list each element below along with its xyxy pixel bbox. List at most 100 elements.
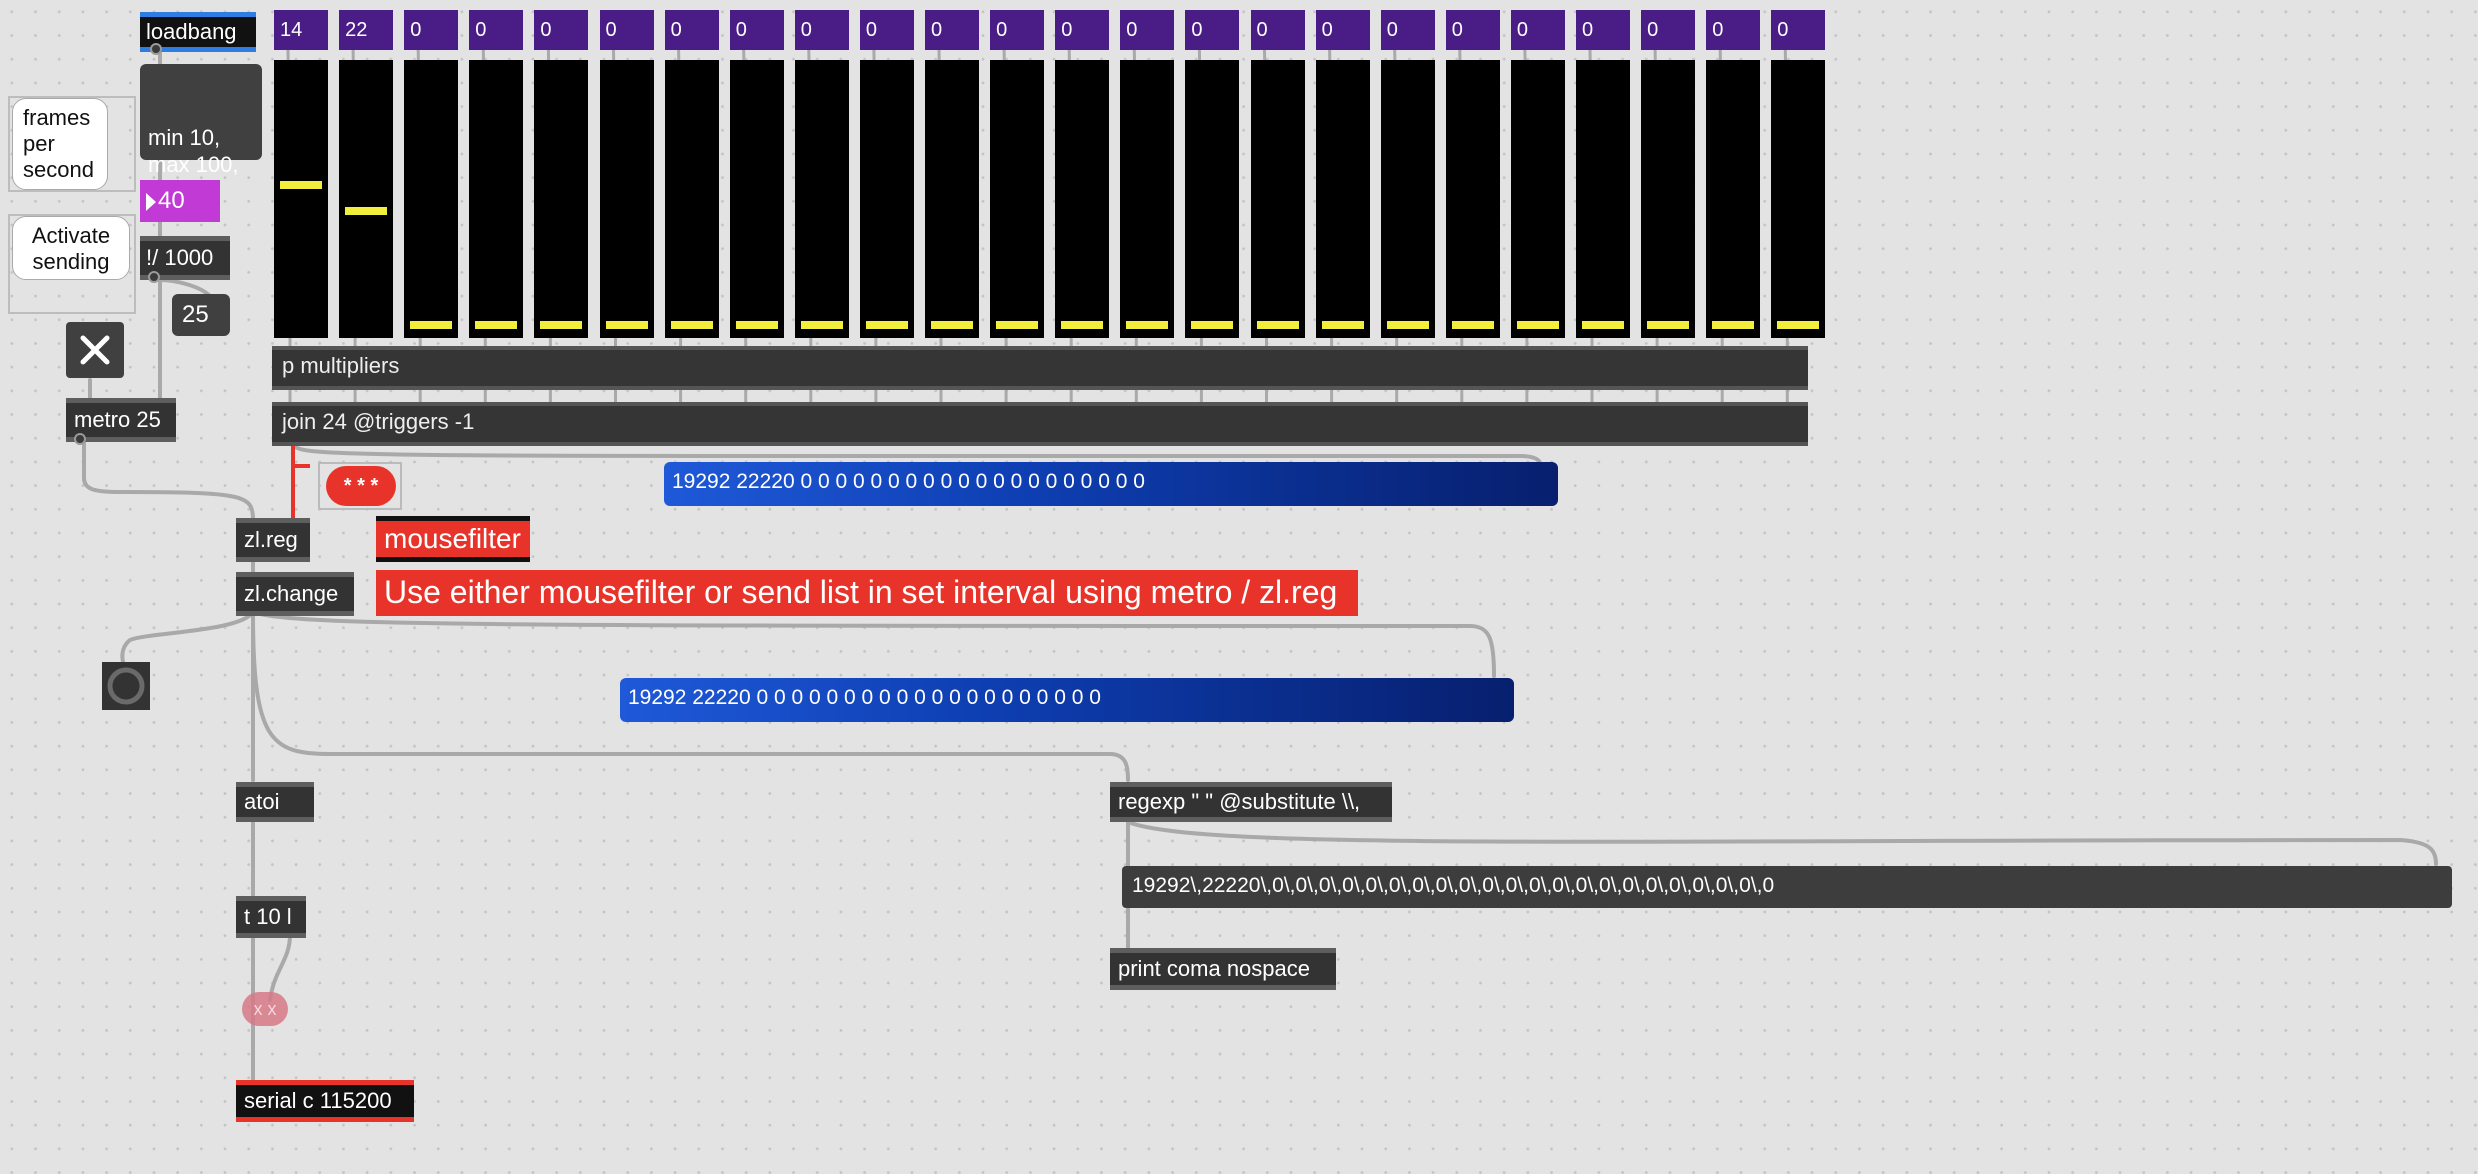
slider-track[interactable] <box>339 60 394 338</box>
slider-16[interactable]: 0 <box>1250 10 1305 338</box>
slider-value[interactable]: 0 <box>794 10 849 50</box>
slider-track[interactable] <box>990 60 1045 338</box>
slider-value[interactable]: 0 <box>729 10 784 50</box>
slider-7[interactable]: 0 <box>664 10 719 338</box>
toggle[interactable] <box>66 322 124 378</box>
gate-message[interactable]: * * * <box>326 466 396 506</box>
slider-knob[interactable] <box>605 320 648 329</box>
slider-knob[interactable] <box>1256 320 1299 329</box>
trigger-object[interactable]: t 10 l <box>236 896 306 938</box>
slider-track[interactable] <box>925 60 979 338</box>
slider-15[interactable]: 0 <box>1185 10 1240 338</box>
list-message-top[interactable]: 19292 22220 0 0 0 0 0 0 0 0 0 0 0 0 0 0 … <box>664 462 1558 506</box>
slider-track[interactable] <box>1771 60 1826 338</box>
slider-value[interactable]: 0 <box>1641 10 1696 50</box>
slider-value[interactable]: 0 <box>990 10 1045 50</box>
slider-knob[interactable] <box>1061 320 1104 329</box>
slider-value[interactable]: 0 <box>1510 10 1565 50</box>
slider-knob[interactable] <box>1386 320 1429 329</box>
slider-23[interactable]: 0 <box>1706 10 1761 338</box>
slider-knob[interactable] <box>1191 320 1234 329</box>
slider-value[interactable]: 0 <box>1120 10 1175 50</box>
slider-value[interactable]: 0 <box>1576 10 1630 50</box>
slider-track[interactable] <box>1315 60 1370 338</box>
mousefilter-object[interactable]: mousefilter <box>376 516 530 562</box>
slider-knob[interactable] <box>410 320 453 329</box>
slider-knob[interactable] <box>1516 320 1559 329</box>
slider-12[interactable]: 0 <box>990 10 1045 338</box>
slider-20[interactable]: 0 <box>1510 10 1565 338</box>
slider-knob[interactable] <box>345 207 388 216</box>
slider-knob[interactable] <box>1451 320 1494 329</box>
fps-number-box[interactable]: 40 <box>140 180 220 222</box>
slider-track[interactable] <box>1250 60 1305 338</box>
atoi-object[interactable]: atoi <box>236 782 314 822</box>
disabled-toggle[interactable]: x x <box>242 992 288 1026</box>
outlet[interactable] <box>150 43 162 55</box>
slider-track[interactable] <box>1445 60 1500 338</box>
comma-list-message[interactable]: 19292\,22220\,0\,0\,0\,0\,0\,0\,0\,0\,0\… <box>1122 866 2452 908</box>
slider-track[interactable] <box>1185 60 1240 338</box>
slider-10[interactable]: 0 <box>859 10 914 338</box>
slider-knob[interactable] <box>931 320 973 329</box>
slider-8[interactable]: 0 <box>729 10 784 338</box>
slider-knob[interactable] <box>1777 320 1820 329</box>
slider-17[interactable]: 0 <box>1315 10 1370 338</box>
slider-knob[interactable] <box>735 320 778 329</box>
slider-value[interactable]: 14 <box>274 10 328 50</box>
slider-value[interactable]: 0 <box>1771 10 1826 50</box>
slider-knob[interactable] <box>800 320 843 329</box>
slider-track[interactable] <box>664 60 719 338</box>
slider-track[interactable] <box>1380 60 1435 338</box>
serial-object[interactable]: serial c 115200 <box>236 1080 414 1122</box>
slider-value[interactable]: 0 <box>599 10 654 50</box>
slider-track[interactable] <box>859 60 914 338</box>
slider-value[interactable]: 0 <box>1250 10 1305 50</box>
slider-track[interactable] <box>794 60 849 338</box>
p-multipliers-object[interactable]: p multipliers <box>272 346 1808 390</box>
zl-reg-object[interactable]: zl.reg <box>236 518 310 562</box>
slider-knob[interactable] <box>540 320 583 329</box>
slider-14[interactable]: 0 <box>1120 10 1175 338</box>
slider-24[interactable]: 0 <box>1771 10 1826 338</box>
slider-knob[interactable] <box>280 180 322 189</box>
slider-track[interactable] <box>534 60 589 338</box>
slider-value[interactable]: 0 <box>1315 10 1370 50</box>
slider-13[interactable]: 0 <box>1055 10 1110 338</box>
slider-knob[interactable] <box>1126 320 1169 329</box>
regexp-object[interactable]: regexp " " @substitute \\, <box>1110 782 1392 822</box>
slider-value[interactable]: 0 <box>1445 10 1500 50</box>
slider-value[interactable]: 0 <box>1055 10 1110 50</box>
slider-track[interactable] <box>404 60 459 338</box>
slider-track[interactable] <box>1120 60 1175 338</box>
slider-9[interactable]: 0 <box>794 10 849 338</box>
interval-number-box[interactable]: 25 <box>172 294 230 336</box>
slider-value[interactable]: 0 <box>1380 10 1435 50</box>
bang-button[interactable] <box>102 662 150 710</box>
slider-track[interactable] <box>1641 60 1696 338</box>
slider-knob[interactable] <box>1647 320 1690 329</box>
slider-5[interactable]: 0 <box>534 10 589 338</box>
slider-value[interactable]: 0 <box>925 10 979 50</box>
slider-track[interactable] <box>469 60 524 338</box>
slider-knob[interactable] <box>996 320 1039 329</box>
slider-track[interactable] <box>1706 60 1761 338</box>
slider-value[interactable]: 0 <box>469 10 524 50</box>
slider-knob[interactable] <box>1582 320 1624 329</box>
print-object[interactable]: print coma nospace <box>1110 948 1336 990</box>
slider-knob[interactable] <box>1321 320 1364 329</box>
slider-value[interactable]: 0 <box>534 10 589 50</box>
slider-knob[interactable] <box>865 320 908 329</box>
slider-4[interactable]: 0 <box>469 10 524 338</box>
zl-change-object[interactable]: zl.change <box>236 572 354 616</box>
slider-18[interactable]: 0 <box>1380 10 1435 338</box>
slider-value[interactable]: 22 <box>339 10 394 50</box>
slider-value[interactable]: 0 <box>1185 10 1240 50</box>
slider-track[interactable] <box>729 60 784 338</box>
slider-22[interactable]: 0 <box>1641 10 1696 338</box>
slider-2[interactable]: 22 <box>339 10 394 338</box>
list-message-mid[interactable]: 19292 22220 0 0 0 0 0 0 0 0 0 0 0 0 0 0 … <box>620 678 1514 722</box>
outlet[interactable] <box>148 271 160 283</box>
metro-object[interactable]: metro 25 <box>66 398 176 445</box>
slider-3[interactable]: 0 <box>404 10 459 338</box>
